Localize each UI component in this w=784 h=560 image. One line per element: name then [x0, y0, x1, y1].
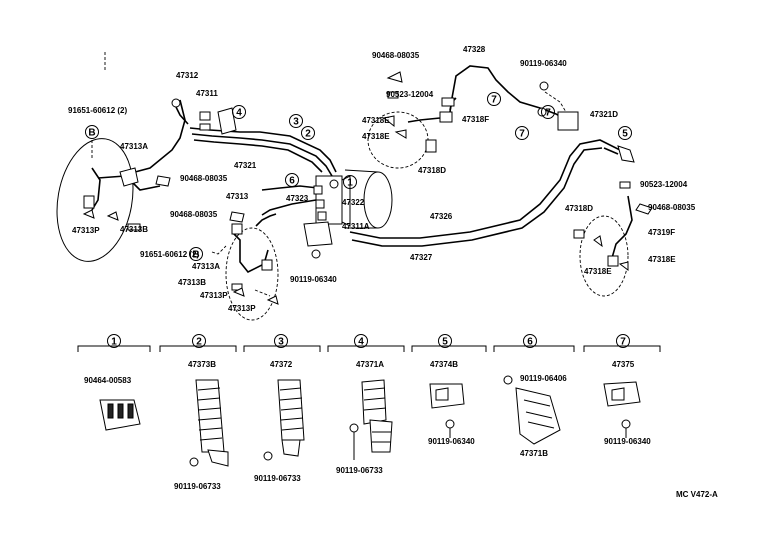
- callout-number: B: [88, 128, 95, 139]
- part-label: 47318E: [648, 255, 676, 264]
- part-label: 90119-06733: [336, 466, 383, 475]
- part-label: 90468-08035: [648, 203, 696, 212]
- callout-number: 2: [305, 129, 311, 140]
- part-label: 47375: [612, 360, 635, 369]
- part-label: 47311: [196, 89, 218, 98]
- part-label: 90119-06733: [254, 474, 301, 483]
- callout-number: 3: [293, 117, 299, 128]
- part-label: 47318E: [362, 132, 390, 141]
- upper-right-assembly: [349, 65, 653, 297]
- part-label: 47374B: [430, 360, 458, 369]
- part-label: 47319F: [648, 228, 675, 237]
- callout-circle: [541, 105, 555, 119]
- callout-circle: [301, 126, 315, 140]
- part-label: 90119-06340: [428, 437, 475, 446]
- callout-circle: [289, 114, 303, 128]
- callout-circle: [107, 334, 121, 348]
- part-label: 47371B: [520, 449, 548, 458]
- callout-number: 7: [519, 129, 525, 140]
- part-label: 47313P: [72, 226, 100, 235]
- part-label: 47372: [270, 360, 293, 369]
- callout-circle: [515, 126, 529, 140]
- part-label: 90119-06406: [520, 374, 567, 383]
- callout-circle: [618, 126, 632, 140]
- part-label: 47312: [176, 71, 199, 80]
- part-label: 47322: [342, 198, 365, 207]
- callout-number: 2: [196, 337, 202, 348]
- callout-number: 7: [491, 95, 497, 106]
- part-label: 90464-00583: [84, 376, 132, 385]
- callout-circle: [616, 334, 630, 348]
- callout-number: 7: [620, 337, 626, 348]
- callout-number: 6: [289, 176, 295, 187]
- callout-circle: [189, 247, 203, 261]
- callout-number: 6: [527, 337, 533, 348]
- callout-number: 5: [622, 129, 628, 140]
- part-label: 90468-08035: [170, 210, 218, 219]
- callout-number: 1: [347, 178, 353, 189]
- callout-number: B: [192, 250, 199, 261]
- callout-number: 3: [278, 337, 284, 348]
- part-label: 47313A: [120, 142, 148, 151]
- part-label: 90468-08035: [180, 174, 228, 183]
- section-brackets: [77, 345, 661, 352]
- part-label: 47318F: [462, 115, 489, 124]
- callout-circle: [192, 334, 206, 348]
- part-label: 47318D: [418, 166, 446, 175]
- part-label: 47313P: [200, 291, 228, 300]
- part-label: 91651-60612 (2): [140, 250, 199, 259]
- callout-circle: [487, 92, 501, 106]
- upper-left-assembly: [56, 52, 393, 321]
- part-label: 47313A: [192, 262, 220, 271]
- callout-circle: [285, 173, 299, 187]
- part-label: 47313P: [228, 304, 256, 313]
- part-label: 47321D: [590, 110, 618, 119]
- callout-circle: [85, 125, 99, 139]
- part-label: 47318D: [565, 204, 593, 213]
- callout-number: 7: [545, 108, 551, 119]
- clip-parts: [99, 375, 641, 467]
- callout-circle: [523, 334, 537, 348]
- part-label: 90119-06340: [520, 59, 567, 68]
- diagram-code: MC V472-A: [676, 490, 718, 499]
- part-label: 90119-06733: [174, 482, 221, 491]
- part-label: 47323: [286, 194, 309, 203]
- callout-circle: [354, 334, 368, 348]
- callout-number: 4: [358, 337, 364, 348]
- callout-circle: [343, 175, 357, 189]
- part-label: 47313B: [178, 278, 206, 287]
- part-label: 47318E: [584, 267, 612, 276]
- callout-number: 1: [111, 337, 117, 348]
- part-label: 47313B: [120, 225, 148, 234]
- part-label: 47321: [234, 161, 257, 170]
- part-label: 90468-08035: [372, 51, 420, 60]
- part-label: 47371A: [356, 360, 384, 369]
- part-label: 90119-06340: [604, 437, 651, 446]
- callout-circle: [274, 334, 288, 348]
- part-label: 47328: [463, 45, 486, 54]
- callout-circle: [232, 105, 246, 119]
- part-label: 47327: [410, 253, 433, 262]
- callout-circle: [438, 334, 452, 348]
- part-label: 47313: [226, 192, 249, 201]
- part-label: 47326: [430, 212, 453, 221]
- part-label: 91651-60612 (2): [68, 106, 127, 115]
- callout-number: 5: [442, 337, 448, 348]
- part-label: 47318E: [362, 116, 390, 125]
- part-label: 90523-12004: [640, 180, 688, 189]
- part-label: 47311A: [342, 222, 370, 231]
- part-label: 47373B: [188, 360, 216, 369]
- part-label: 90523-12004: [386, 90, 434, 99]
- part-label: 90119-06340: [290, 275, 337, 284]
- callout-number: 4: [236, 108, 242, 119]
